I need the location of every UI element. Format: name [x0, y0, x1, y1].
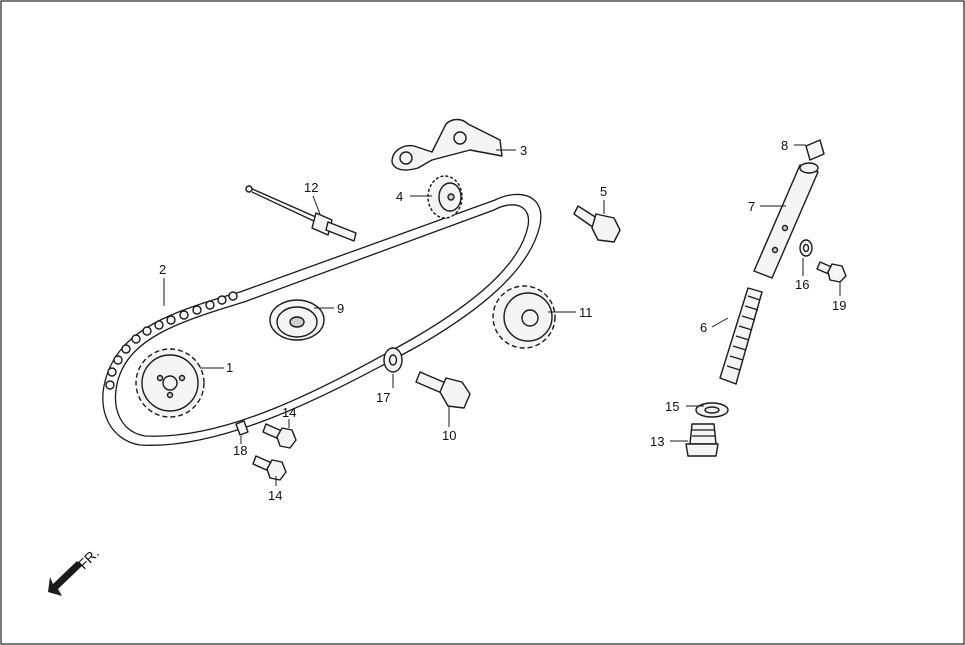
- callout-9: 9: [337, 301, 344, 316]
- cam-chain: [102, 193, 542, 446]
- cam-sprocket: [135, 348, 205, 418]
- tensioner-pin: [245, 185, 357, 242]
- tensioner-roller: [269, 299, 325, 341]
- callout-3: 3: [520, 143, 527, 158]
- callout-6: 6: [700, 320, 707, 335]
- sealing-plug-13: [685, 423, 719, 457]
- callout-16: 16: [795, 277, 809, 292]
- callout-8: 8: [781, 138, 788, 153]
- callout-15: 15: [665, 399, 679, 414]
- chain-links: [105, 291, 238, 390]
- small-gear: [427, 175, 463, 219]
- bolt-14-upper: [262, 423, 297, 449]
- washer-15: [695, 402, 729, 418]
- washer-17: [383, 347, 403, 373]
- callout-13: 13: [650, 434, 664, 449]
- front-arrow-icon: [48, 561, 82, 596]
- guide-sprocket: [492, 285, 556, 349]
- callout-17: 17: [376, 390, 390, 405]
- callout-14-upper: 14: [282, 405, 296, 420]
- callout-12: 12: [304, 180, 318, 195]
- tensioner-spring: [719, 287, 763, 385]
- callout-1: 1: [226, 360, 233, 375]
- washer-16: [799, 239, 813, 257]
- callout-7: 7: [748, 199, 755, 214]
- callout-5: 5: [600, 184, 607, 199]
- callout-19: 19: [832, 298, 846, 313]
- cap-8: [805, 139, 825, 161]
- callout-2: 2: [159, 262, 166, 277]
- bolt-19: [816, 261, 847, 283]
- tensioner-bracket: [391, 118, 503, 171]
- leader-lines: [163, 144, 841, 486]
- callout-11: 11: [579, 305, 593, 320]
- callout-18: 18: [233, 443, 247, 458]
- bolt-14-lower: [252, 455, 287, 481]
- callout-10: 10: [442, 428, 456, 443]
- callout-labels: 1 2 3 4 5 6 7 8 9 10 11 12 13 14 14 15 1…: [159, 138, 846, 503]
- front-direction-indicator: FR.: [48, 545, 102, 596]
- tensioner-tube: [753, 162, 819, 279]
- callout-14-lower: 14: [268, 488, 282, 503]
- bolt-5: [573, 205, 621, 243]
- bolt-10: [415, 371, 471, 409]
- callout-4: 4: [396, 189, 403, 204]
- dowel-18: [235, 420, 249, 436]
